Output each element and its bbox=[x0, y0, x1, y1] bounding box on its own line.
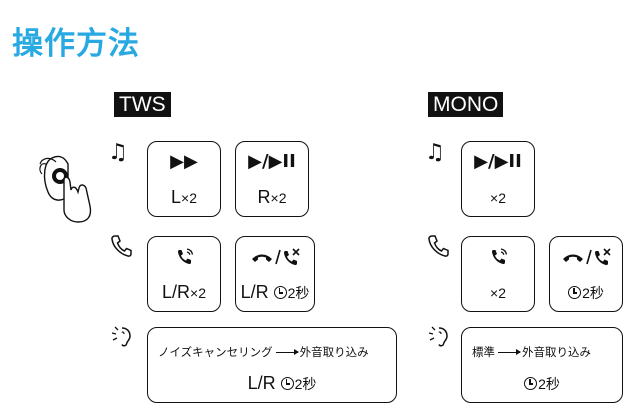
anc-mode-label: ノイズキャンセリング bbox=[158, 345, 273, 359]
play-pause-icon: ▶/▶II bbox=[474, 151, 522, 172]
hold-duration: 2秒 bbox=[538, 376, 560, 392]
arrow-icon bbox=[498, 348, 521, 356]
tap-side-label: R bbox=[257, 187, 271, 207]
tap-count: ×2 bbox=[270, 190, 287, 206]
tap-side-label: L/R bbox=[240, 282, 269, 302]
tap-count: ×2 bbox=[490, 190, 506, 206]
mono-music-box-play: ▶/▶II ×2 bbox=[461, 141, 535, 217]
tap-side-label: L/R bbox=[247, 373, 276, 393]
phone-icon bbox=[111, 235, 132, 257]
clock-icon bbox=[568, 286, 582, 299]
phone-reject-icon bbox=[252, 248, 300, 266]
tap-side-label: L/R bbox=[162, 282, 191, 302]
tws-call-box-answer: L/R×2 bbox=[147, 236, 221, 312]
hold-duration: 2秒 bbox=[294, 376, 317, 392]
clock-icon bbox=[524, 377, 538, 390]
tap-count: ×2 bbox=[490, 285, 506, 301]
tws-mode-badge: TWS bbox=[114, 92, 171, 117]
phone-icon bbox=[428, 235, 449, 257]
arrow-icon bbox=[275, 348, 299, 356]
tws-music-box-play: ▶/▶II R×2 bbox=[235, 141, 309, 217]
tws-anc-box: ノイズキャンセリング 外音取り込み L/R 2秒 bbox=[147, 327, 397, 403]
phone-answer-icon bbox=[492, 248, 508, 265]
play-pause-icon: ▶/▶II bbox=[248, 151, 296, 172]
tap-count: ×2 bbox=[190, 285, 206, 301]
hold-duration: 2秒 bbox=[582, 285, 604, 301]
ambient-sound-icon bbox=[428, 326, 448, 347]
mono-anc-box: 標準 外音取り込み 2秒 bbox=[461, 327, 623, 403]
hold-duration: 2秒 bbox=[287, 285, 310, 301]
ambient-sound-icon bbox=[111, 326, 131, 347]
earbud-touch-icon bbox=[39, 155, 92, 223]
mono-call-box-answer: ×2 bbox=[461, 236, 535, 312]
music-note-icon: ♫ bbox=[108, 140, 128, 165]
tap-count: ×2 bbox=[181, 190, 197, 206]
phone-reject-icon bbox=[563, 248, 611, 266]
tws-call-box-reject: L/R 2秒 bbox=[235, 236, 315, 312]
phone-answer-icon bbox=[178, 248, 194, 265]
clock-icon bbox=[273, 286, 287, 299]
mono-call-box-reject: 2秒 bbox=[549, 236, 623, 312]
ambient-mode-label: 外音取り込み bbox=[299, 345, 369, 359]
music-note-icon: ♫ bbox=[425, 140, 445, 165]
ambient-mode-label: 外音取り込み bbox=[522, 345, 591, 359]
tws-music-box-next: ▶▶ L×2 bbox=[147, 141, 221, 217]
page-title: 操作方法 bbox=[12, 26, 140, 62]
next-track-icon: ▶▶ bbox=[170, 151, 198, 172]
mono-mode-badge: MONO bbox=[428, 92, 504, 117]
tap-side-label: L bbox=[171, 187, 182, 207]
standard-mode-label: 標準 bbox=[472, 345, 495, 359]
clock-icon bbox=[280, 377, 294, 390]
